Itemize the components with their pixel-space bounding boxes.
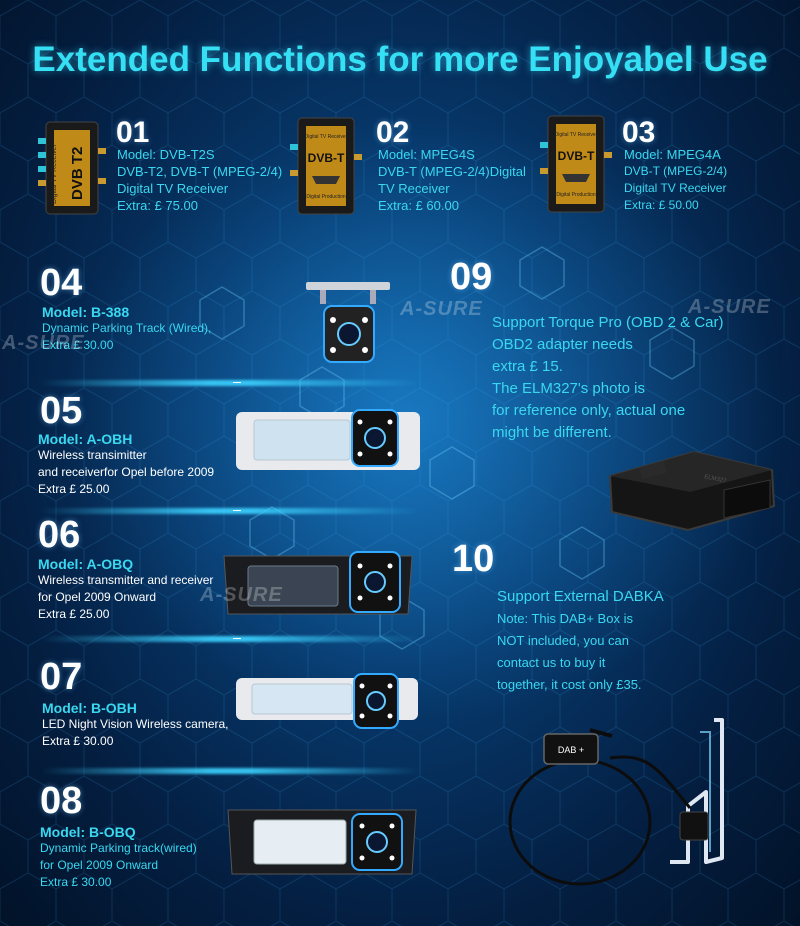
product-info-04: Model: B-388 Dynamic Parking Track (Wire… [42, 304, 211, 354]
feature-text-line: NOT included, you can [497, 633, 629, 648]
feature-title-10: Support External DABKA [497, 588, 664, 605]
product-price: Extra £ 30.00 [42, 734, 114, 748]
svg-text:Digital TV Receiver: Digital TV Receiver [305, 134, 348, 140]
product-model-04: Model: B-388 [42, 304, 130, 320]
svg-text:Digital TV Receiver: Digital TV Receiver [555, 132, 598, 138]
product-price: Extra £ 30.00 [42, 338, 114, 352]
feature-text-line: contact us to buy it [497, 655, 606, 670]
svg-text:Digital Production: Digital Production [306, 194, 345, 200]
divider-glow [40, 768, 420, 774]
product-price: Extra: £ 75.00 [117, 198, 198, 213]
product-number-03: 03 [622, 116, 656, 149]
svg-text:DVB-T: DVB-T [308, 151, 345, 165]
svg-text:DVB-T: DVB-T [558, 149, 595, 163]
product-spec-line: Wireless transimitter [38, 448, 147, 462]
product-number-04: 04 [40, 262, 83, 304]
product-number-05: 05 [40, 390, 83, 432]
dab-plus-box-antenna-image: DAB + [508, 718, 724, 886]
mpeg4s-receiver-image: Digital TV Receiver DVB-T Digital Produc… [290, 117, 362, 215]
product-price: Extra £ 25.00 [38, 482, 110, 496]
svg-text:DAB +: DAB + [558, 745, 584, 755]
product-info-06: Model: A-OBQ Wireless transmitter and re… [38, 556, 213, 623]
product-spec-line: Digital TV Receiver [117, 181, 229, 196]
b-obq-camera-image [227, 809, 417, 875]
svg-text:DVB T2: DVB T2 [69, 147, 86, 200]
b388-camera-image [306, 282, 390, 363]
feature-text-line: Support Torque Pro (OBD 2 & Car) [492, 314, 724, 331]
svg-text:Digital Production: Digital Production [556, 192, 595, 198]
feature-number-09: 09 [450, 256, 493, 298]
feature-text-line: together, it cost only £35. [497, 677, 642, 692]
product-spec-line: Wireless transmitter and receiver [38, 573, 214, 587]
product-number-01: 01 [116, 116, 150, 149]
product-model-06: Model: A-OBQ [38, 556, 134, 572]
feature-info-10: Support External DABKA Note: This DAB+ B… [497, 586, 664, 696]
product-number-02: 02 [376, 116, 410, 149]
feature-text-line: Note: This DAB+ Box is [497, 611, 633, 626]
mpeg4a-receiver-image: Digital TV Receiver DVB-T Digital Produc… [540, 115, 612, 213]
watermark-text: A-SURE [200, 584, 283, 606]
product-spec-line: DVB-T (MPEG-2/4) [624, 164, 728, 178]
divider-dot [233, 510, 241, 511]
feature-text-line: The ELM327's photo is [492, 380, 645, 397]
product-spec-line: DVB-T2, DVB-T (MPEG-2/4) [117, 164, 283, 179]
divider-glow [40, 380, 420, 386]
product-info-01: Model: DVB-T2S DVB-T2, DVB-T (MPEG-2/4) … [117, 146, 282, 214]
product-spec-line: for Opel 2009 Onward [38, 590, 157, 604]
feature-info-09: Support Torque Pro (OBD 2 & Car) OBD2 ad… [492, 312, 724, 444]
product-price: Extra £ 25.00 [38, 607, 110, 621]
feature-text-line: for reference only, actual one [492, 402, 686, 419]
feature-number-10: 10 [452, 538, 495, 580]
feature-text-line: might be different. [492, 424, 612, 441]
page-title: Extended Functions for more Enjoyabel Us… [32, 40, 768, 79]
feature-text-line: extra £ 15. [492, 358, 563, 375]
product-info-05: Model: A-OBH Wireless transimitter and r… [38, 431, 214, 498]
product-number-06: 06 [38, 514, 81, 556]
product-spec-line: LED Night Vision Wireless camera, [42, 717, 229, 731]
b-obh-camera-image [236, 673, 418, 729]
watermark-text: A-SURE [2, 332, 85, 354]
product-model-01: Model: DVB-T2S [117, 147, 215, 162]
product-price: Extra £ 30.00 [40, 875, 112, 889]
product-info-08: Model: B-OBQ Dynamic Parking track(wired… [40, 824, 197, 891]
dvb-t2-receiver-image: Digital TV Receiver DVB T2 [38, 121, 106, 215]
svg-text:Digital TV Receiver: Digital TV Receiver [51, 144, 58, 204]
product-spec-line: Digital TV Receiver [624, 181, 727, 195]
divider-glow [40, 508, 420, 514]
watermark-text: A-SURE [688, 296, 771, 318]
elm327-obd2-adapter-image: ELM327 [608, 450, 776, 532]
product-price: Extra: £ 60.00 [378, 198, 459, 213]
divider-dot [233, 638, 241, 639]
svg-text:ELM327: ELM327 [704, 474, 728, 485]
product-info-02: Model: MPEG4S DVB-T (MPEG-2/4)Digital TV… [378, 146, 526, 214]
product-price: Extra: £ 50.00 [624, 198, 699, 212]
product-info-03: Model: MPEG4A DVB-T (MPEG-2/4) Digital T… [624, 146, 727, 214]
product-number-07: 07 [40, 656, 83, 698]
a-obh-camera-image [236, 409, 420, 470]
product-model-07: Model: B-OBH [42, 700, 137, 716]
product-spec-line: and receiverfor Opel before 2009 [38, 465, 215, 479]
product-model-08: Model: B-OBQ [40, 824, 136, 840]
product-spec-line: for Opel 2009 Onward [40, 858, 159, 872]
product-spec-line: TV Receiver [378, 181, 450, 196]
a-obq-camera-image [223, 551, 413, 615]
product-spec-line: DVB-T (MPEG-2/4)Digital [378, 164, 526, 179]
product-info-07: Model: B-OBH LED Night Vision Wireless c… [42, 700, 229, 750]
divider-dot [233, 382, 241, 383]
watermark-text: A-SURE [400, 298, 483, 320]
product-spec-line: Dynamic Parking track(wired) [40, 841, 197, 855]
feature-text-line: OBD2 adapter needs [492, 336, 633, 353]
product-spec-line: Dynamic Parking Track (Wired), [42, 321, 212, 335]
product-model-03: Model: MPEG4A [624, 147, 721, 162]
product-model-02: Model: MPEG4S [378, 147, 475, 162]
product-model-05: Model: A-OBH [38, 431, 133, 447]
product-number-08: 08 [40, 780, 83, 822]
divider-glow [40, 636, 420, 642]
